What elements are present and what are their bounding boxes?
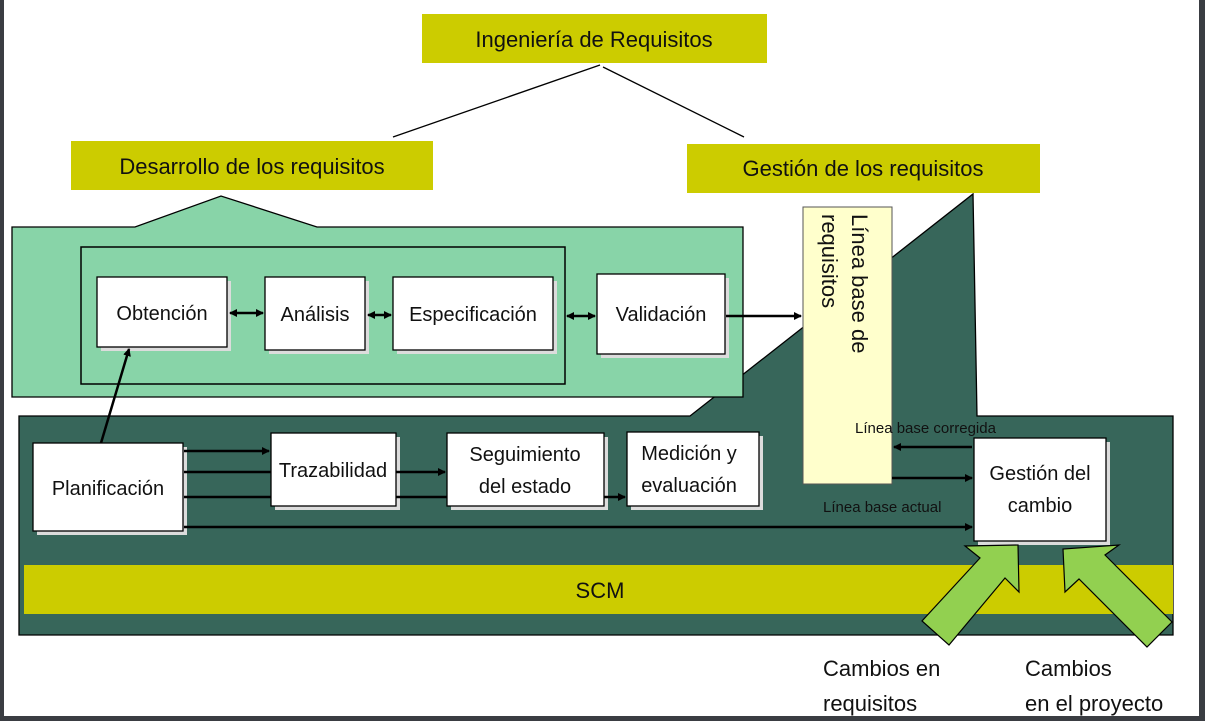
gestion-cambio-line1: Gestión del (989, 463, 1090, 485)
title-text: Ingeniería de Requisitos (475, 27, 712, 52)
seguimiento-line2: del estado (479, 476, 571, 498)
step-gestion-cambio[interactable]: Gestión del cambio (973, 437, 1110, 545)
baseline-line2: requisitos (817, 214, 842, 308)
step-analisis[interactable]: Análisis (264, 276, 369, 354)
diagram-slide: Obtención Análisis Especificación Valida… (4, 0, 1199, 716)
seguimiento-line1: Seguimiento (469, 444, 580, 466)
requirement-changes-line2: requisitos (823, 691, 917, 716)
project-changes-line2: en el proyecto (1025, 691, 1163, 716)
project-changes-line1: Cambios (1025, 656, 1112, 681)
step-obtencion[interactable]: Obtención (96, 276, 231, 351)
arrow-planificacion-obtencion (99, 348, 131, 444)
corrected-baseline-label: Línea base corregida (855, 420, 997, 437)
management-text: Gestión de los requisitos (743, 156, 984, 181)
requirements-baseline[interactable]: Línea base de requisitos (802, 206, 893, 485)
project-changes-arrow (1062, 544, 1173, 648)
step-validacion-label: Validación (616, 304, 707, 326)
step-medicion[interactable]: Medición y evaluación (626, 431, 763, 510)
medicion-line2: evaluación (641, 475, 737, 497)
requirement-changes-line1: Cambios en (823, 656, 940, 681)
step-validacion[interactable]: Validación (596, 273, 729, 358)
step-especificacion-label: Especificación (409, 304, 537, 326)
scm-label: SCM (576, 578, 625, 603)
management-label: Gestión de los requisitos (687, 144, 1040, 193)
title-to-development-line (392, 64, 601, 138)
current-baseline-label: Línea base actual (823, 499, 941, 516)
requirement-changes-arrow (921, 544, 1020, 646)
medicion-line1: Medición y (641, 443, 737, 465)
step-planificacion[interactable]: Planificación (32, 442, 187, 535)
baseline-line1: Línea base de (847, 214, 872, 353)
title-to-management-line (602, 66, 745, 138)
trazabilidad-label: Trazabilidad (279, 460, 387, 482)
gestion-cambio-line2: cambio (1008, 495, 1072, 517)
step-trazabilidad[interactable]: Trazabilidad (270, 432, 400, 510)
step-obtencion-label: Obtención (116, 303, 207, 325)
step-seguimiento[interactable]: Seguimiento del estado (446, 432, 608, 510)
development-label: Desarrollo de los requisitos (71, 141, 433, 190)
development-inner-frame (80, 246, 566, 385)
planificacion-label: Planificación (52, 478, 164, 500)
development-text: Desarrollo de los requisitos (119, 154, 384, 179)
step-analisis-label: Análisis (281, 304, 350, 326)
title-label: Ingeniería de Requisitos (422, 14, 767, 63)
requirements-engineering-diagram: Obtención Análisis Especificación Valida… (11, 14, 1174, 716)
step-especificacion[interactable]: Especificación (392, 276, 557, 354)
